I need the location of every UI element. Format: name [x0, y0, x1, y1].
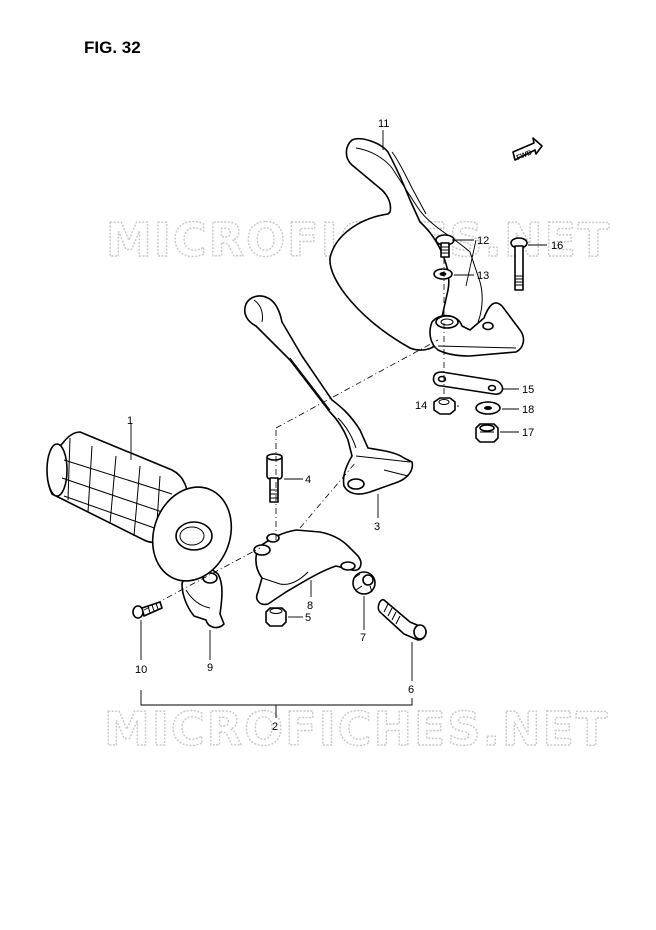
centerline-lever: [275, 339, 439, 429]
callout-11: 11: [378, 118, 389, 130]
callout-12: 12: [477, 235, 489, 247]
callout-2: 2: [272, 721, 278, 733]
callout-4: 4: [305, 474, 311, 486]
fwd-arrow-icon: FWD: [512, 137, 543, 162]
callout-8: 8: [307, 600, 313, 612]
centerline-clamp: [143, 547, 261, 611]
adjuster-bolt-icon: [377, 598, 427, 641]
clutch-lever-icon: [243, 295, 414, 495]
grip-icon: [46, 431, 233, 582]
clamp-icon: [181, 566, 225, 629]
figure-title: FIG. 32: [84, 38, 141, 57]
screw-icon: [132, 601, 163, 619]
callout-numbers: 11 12 13 16 15 14 18 17 1 4 3 8 5 7 9 10…: [127, 118, 563, 733]
guard-washer-icon: [433, 268, 453, 280]
flat-washer-icon: [475, 401, 501, 415]
guard-nut-icon: [433, 397, 456, 415]
callout-13: 13: [477, 270, 489, 282]
callout-17: 17: [522, 427, 534, 439]
cap-nut-icon: [475, 423, 499, 443]
callout-16: 16: [551, 240, 563, 252]
callout-10: 10: [135, 664, 147, 676]
long-bolt-icon: [510, 237, 528, 291]
callout-14: 14: [415, 400, 427, 412]
callout-15: 15: [522, 384, 534, 396]
callout-5: 5: [305, 612, 311, 624]
callout-7: 7: [360, 632, 366, 644]
pivot-bolt-icon: [266, 453, 283, 503]
callout-1: 1: [127, 415, 133, 427]
hand-guard-icon: [329, 137, 525, 357]
callout-18: 18: [522, 404, 534, 416]
lock-washer-icon: [352, 571, 376, 595]
leader-lines: [130, 130, 547, 718]
nut-icon: [265, 607, 287, 627]
callout-3: 3: [374, 521, 380, 533]
centerline-holder: [299, 461, 357, 529]
lever-holder-icon: [253, 529, 362, 606]
callout-6: 6: [408, 684, 414, 696]
callout-9: 9: [207, 662, 213, 674]
guard-bolt-icon: [435, 234, 455, 258]
watermark-bottom: MICROFICHES.NET: [104, 702, 609, 756]
